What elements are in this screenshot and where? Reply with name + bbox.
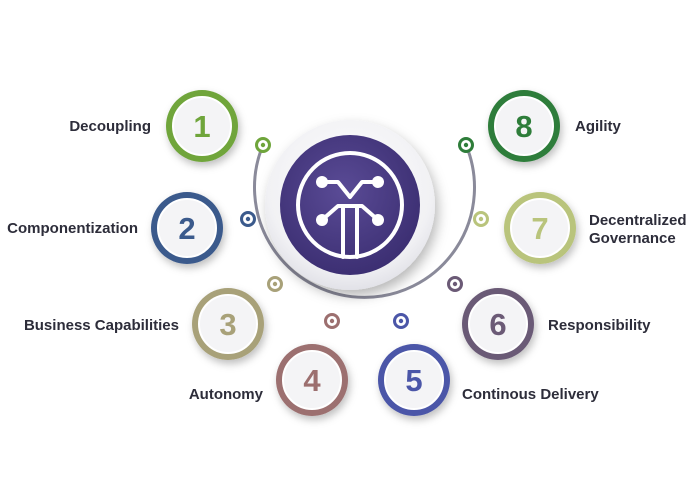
badge-number: 6 (489, 307, 506, 342)
badge-face (468, 294, 528, 354)
arc-dot-core (463, 142, 469, 148)
center-hub (265, 120, 435, 290)
badge-number: 4 (303, 363, 321, 398)
connector-arc (253, 144, 476, 299)
badge-4: 4 (276, 344, 348, 416)
arc-dot-core (478, 216, 484, 222)
label-decoupling: Decoupling (69, 118, 151, 135)
label-business-capabilities: Business Capabilities (23, 317, 179, 334)
badge-1: 1 (166, 90, 238, 162)
badge-6: 6 (462, 288, 534, 360)
badge-face (157, 198, 217, 258)
badge-5: 5 (378, 344, 450, 416)
badge-number: 1 (193, 109, 210, 144)
badge-face (510, 198, 570, 258)
arc-dots (240, 137, 489, 329)
badge-number: 3 (219, 307, 236, 342)
label-componentization: Componentization (7, 220, 138, 237)
badge-8: 8 (488, 90, 560, 162)
badge-number: 2 (178, 211, 195, 246)
arc-dot-core (260, 142, 266, 148)
arc-dot-core (245, 216, 251, 222)
label-decentralized-governance: Decentralized Governance (589, 212, 687, 248)
label-continous-delivery: Continous Delivery (462, 386, 599, 403)
microservices-network-icon (296, 151, 404, 259)
badge-face (384, 350, 444, 410)
numbered-badges: 1 2 3 4 5 6 7 8 (151, 90, 576, 416)
badge-number: 7 (531, 211, 548, 246)
badge-face (172, 96, 232, 156)
arc-dot-core (398, 318, 404, 324)
badge-face (494, 96, 554, 156)
label-autonomy: Autonomy (188, 386, 263, 403)
label-agility: Agility (575, 118, 621, 135)
badge-face (198, 294, 258, 354)
arc-dot-core (272, 281, 278, 287)
badge-face (282, 350, 342, 410)
label-decentralized-line2: Governance (589, 230, 676, 247)
label-decentralized-line1: Decentralized (589, 212, 687, 229)
label-responsibility: Responsibility (548, 317, 651, 334)
badge-2: 2 (151, 192, 223, 264)
badge-number: 5 (405, 363, 422, 398)
arc-dot-core (329, 318, 335, 324)
arc-dot-core (452, 281, 458, 287)
badge-number: 8 (515, 109, 532, 144)
badge-7: 7 (504, 192, 576, 264)
badge-3: 3 (192, 288, 264, 360)
